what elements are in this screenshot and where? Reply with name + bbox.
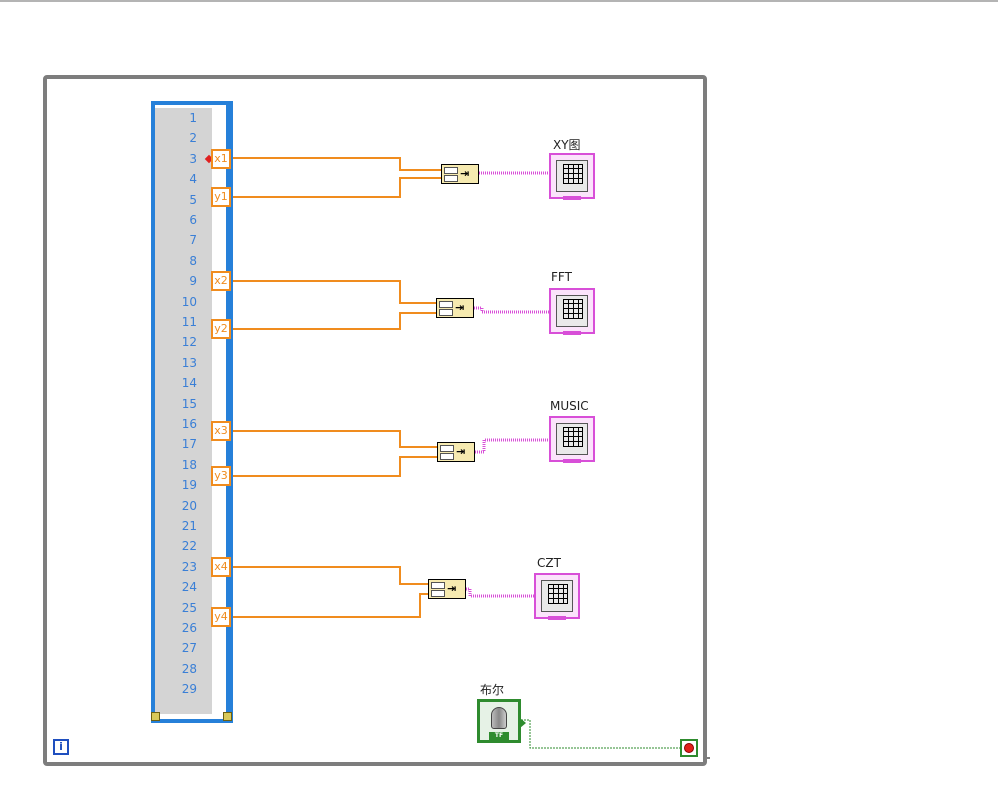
tunnel-x3[interactable]: x3 bbox=[211, 421, 231, 441]
row-number: 3 bbox=[189, 151, 197, 166]
boolean-type-tag: TF bbox=[489, 732, 509, 740]
index-column bbox=[155, 108, 212, 714]
xy-graph-icon bbox=[541, 580, 573, 612]
tunnel-x1[interactable]: x1 bbox=[211, 149, 231, 169]
wire-cluster-3[interactable] bbox=[475, 438, 549, 454]
wire-x4[interactable] bbox=[231, 566, 428, 585]
bundle-node-4[interactable]: ⇥ bbox=[428, 579, 466, 599]
row-number: 23 bbox=[181, 559, 197, 574]
bundle-icon bbox=[444, 175, 458, 182]
row-number: 21 bbox=[181, 519, 197, 533]
bundle-node-3[interactable]: ⇥ bbox=[437, 442, 475, 462]
row-number: 7 bbox=[189, 233, 197, 248]
row-number: 18 bbox=[181, 457, 197, 472]
bundle-node-1[interactable]: ⇥ bbox=[441, 164, 479, 184]
row-number: 28 bbox=[181, 661, 197, 676]
graph-label-fft: FFT bbox=[551, 270, 572, 284]
row-number: 14 bbox=[181, 376, 197, 391]
frame-rail bbox=[226, 105, 229, 717]
row-number: 13 bbox=[181, 355, 197, 370]
numeric-wires bbox=[231, 157, 441, 618]
xy-graph-terminal-2[interactable] bbox=[549, 288, 595, 335]
row-number: 27 bbox=[181, 641, 197, 656]
graph-label-xy: XY图 bbox=[553, 138, 581, 152]
cluster-wires bbox=[466, 171, 549, 598]
iteration-terminal[interactable]: i bbox=[53, 739, 69, 755]
xy-graph-icon bbox=[556, 423, 588, 455]
wire-x2[interactable] bbox=[231, 280, 436, 304]
top-divider bbox=[0, 0, 998, 2]
wire-y4[interactable] bbox=[231, 593, 428, 618]
toggle-switch-icon bbox=[491, 707, 507, 729]
row-number: 29 bbox=[181, 682, 197, 697]
boolean-label: 布尔 bbox=[480, 683, 505, 697]
xy-graph-icon bbox=[556, 160, 588, 192]
tunnel-y2[interactable]: y2 bbox=[211, 319, 231, 339]
row-number: 11 bbox=[181, 315, 197, 329]
bundle-icon bbox=[431, 582, 445, 589]
row-number: 12 bbox=[181, 335, 197, 350]
row-number: 10 bbox=[181, 294, 197, 309]
bundle-node-2[interactable]: ⇥ bbox=[436, 298, 474, 318]
row-number: 22 bbox=[181, 539, 197, 554]
row-number: 9 bbox=[189, 274, 197, 289]
row-number: 15 bbox=[181, 396, 197, 411]
row-number: 19 bbox=[181, 478, 197, 493]
wire-boolean[interactable] bbox=[521, 719, 681, 749]
tunnel-y3[interactable]: y3 bbox=[211, 466, 231, 486]
xy-graph-terminal-1[interactable] bbox=[549, 153, 595, 200]
xy-graph-icon bbox=[556, 295, 588, 327]
frame-corner-left bbox=[151, 712, 160, 721]
wire-y3[interactable] bbox=[231, 456, 437, 477]
xy-graph-terminal-3[interactable] bbox=[549, 416, 595, 463]
row-number: 25 bbox=[181, 600, 197, 615]
boolean-toggle-terminal[interactable]: TF bbox=[477, 699, 526, 743]
row-number: 5 bbox=[189, 192, 197, 207]
loop-stop-terminal[interactable] bbox=[680, 739, 698, 757]
xy-graph-terminal-4[interactable] bbox=[534, 573, 580, 620]
bundle-icon bbox=[439, 301, 453, 308]
row-number: 16 bbox=[181, 417, 197, 431]
wire-cluster-2[interactable] bbox=[474, 306, 549, 314]
graph-label-czt: CZT bbox=[537, 556, 561, 570]
wire-x1[interactable] bbox=[231, 157, 441, 171]
arrow-icon: ⇥ bbox=[447, 582, 457, 595]
row-number: 8 bbox=[189, 253, 197, 268]
frame-corner-right bbox=[223, 712, 232, 721]
bundle-icon bbox=[439, 309, 453, 316]
row-number: 24 bbox=[181, 580, 197, 595]
wire-y1[interactable] bbox=[231, 177, 441, 198]
bundle-icon bbox=[440, 445, 454, 452]
bundle-icon bbox=[431, 590, 445, 597]
row-number: 1 bbox=[189, 111, 197, 125]
arrow-icon: ⇥ bbox=[460, 167, 470, 180]
row-number: 6 bbox=[189, 213, 197, 227]
tunnel-y1[interactable]: y1 bbox=[211, 187, 231, 207]
tunnel-x4[interactable]: x4 bbox=[211, 557, 231, 577]
bundle-icon bbox=[440, 453, 454, 460]
wire-x3[interactable] bbox=[231, 430, 437, 448]
row-number: 17 bbox=[181, 437, 197, 452]
arrow-icon: ⇥ bbox=[456, 445, 466, 458]
tunnel-x2[interactable]: x2 bbox=[211, 271, 231, 291]
row-number: 2 bbox=[189, 131, 197, 146]
arrow-icon: ⇥ bbox=[455, 301, 465, 314]
row-number: 26 bbox=[181, 621, 197, 635]
output-terminal-arrow bbox=[520, 718, 526, 728]
bundle-icon bbox=[444, 167, 458, 174]
tunnel-y4[interactable]: y4 bbox=[211, 607, 231, 627]
wire-y2[interactable] bbox=[231, 312, 436, 330]
wire-cluster-4[interactable] bbox=[466, 587, 534, 598]
graph-label-music: MUSIC bbox=[550, 399, 589, 413]
row-number: 20 bbox=[181, 498, 197, 513]
stop-icon bbox=[684, 743, 694, 753]
row-number: 4 bbox=[189, 172, 197, 187]
